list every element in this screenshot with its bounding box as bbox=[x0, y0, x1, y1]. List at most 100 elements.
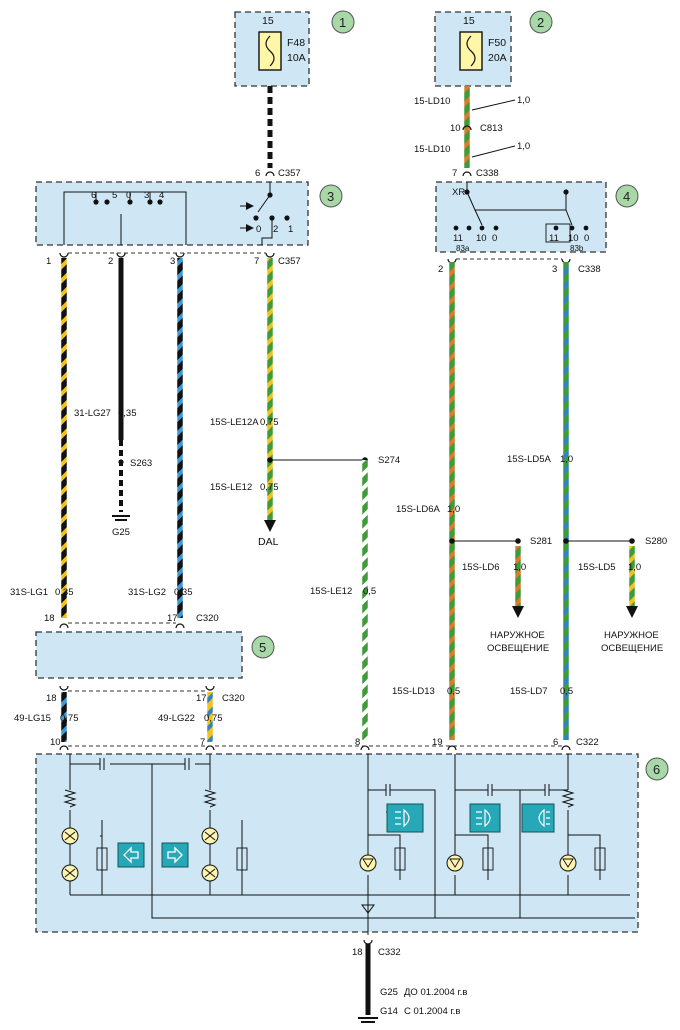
dest-ext1-line2: ОСВЕЩЕНИЕ bbox=[487, 643, 549, 654]
badge-6 bbox=[645, 757, 669, 781]
fuse1-pin: 15 bbox=[262, 15, 274, 27]
c322-pin-10: 10 bbox=[50, 737, 61, 748]
c813-pin: 10 bbox=[450, 123, 461, 134]
c338-bot-name: C338 bbox=[578, 264, 601, 275]
c357-top-name: C357 bbox=[278, 168, 301, 179]
splice-s263: S263 bbox=[130, 458, 152, 469]
wire-ld13-id: 15S-LD13 bbox=[392, 686, 435, 697]
badge-4 bbox=[615, 184, 639, 208]
led-icon bbox=[446, 854, 464, 872]
c338-pin-2: 2 bbox=[438, 264, 443, 275]
wire-lg22-size: 0,75 bbox=[204, 713, 223, 724]
sw4-r-10: 10 bbox=[568, 233, 579, 244]
wire-ld6a-id: 15S-LD6A bbox=[396, 504, 440, 515]
resistor bbox=[63, 789, 77, 808]
instrument-cluster-6 bbox=[35, 753, 639, 935]
wire-lg1-size: 0,35 bbox=[55, 587, 74, 598]
badge-4-number: 4 bbox=[623, 189, 630, 204]
ground-g25: G25 bbox=[112, 527, 130, 538]
ground-icon bbox=[358, 1017, 378, 1023]
sw3-pos-0: 0 bbox=[126, 190, 131, 201]
arrow-left-icon bbox=[117, 842, 145, 868]
sw4-l-11: 11 bbox=[453, 233, 463, 244]
sw4-r-0: 0 bbox=[584, 233, 589, 244]
light-switch-3: 6 5 0 3 4 0 2 1 bbox=[35, 181, 309, 246]
badge-5-number: 5 bbox=[259, 640, 266, 655]
c357-bot-name: C357 bbox=[278, 256, 301, 267]
sw3-pos-5: 5 bbox=[112, 190, 117, 201]
wire-lg2-size: 0,35 bbox=[174, 587, 193, 598]
wire-lg1-id: 31S-LG1 bbox=[10, 587, 48, 598]
wire-ld6-id: 15S-LD6 bbox=[462, 562, 500, 573]
fog-light-icon bbox=[469, 803, 501, 833]
ground-g25-note: G25 bbox=[380, 987, 398, 998]
dest-ext2-line1: НАРУЖНОЕ bbox=[604, 630, 659, 641]
c338-top-name: C338 bbox=[476, 168, 499, 179]
badge-1 bbox=[331, 10, 355, 34]
sw4-pin-83b: 83b bbox=[570, 244, 584, 253]
sw4-xr: XR bbox=[452, 187, 465, 198]
ground-g25-date: ДО 01.2004 г.в bbox=[404, 987, 467, 998]
c332-name: C332 bbox=[378, 947, 401, 958]
wire-ld10b-id: 15-LD10 bbox=[414, 144, 450, 155]
led-icon bbox=[559, 854, 577, 872]
fuse2-label: F50 bbox=[488, 37, 506, 49]
sw4-l-10: 10 bbox=[476, 233, 487, 244]
sw3-sub-1: 1 bbox=[288, 224, 293, 235]
c338-pin-3: 3 bbox=[552, 264, 557, 275]
fuse1-rating: 10A bbox=[287, 52, 306, 64]
wire-ld10a-id: 15-LD10 bbox=[414, 96, 450, 107]
dest-ext2-line2: ОСВЕЩЕНИЕ bbox=[601, 643, 663, 654]
wire-lg22-id: 49-LG22 bbox=[158, 713, 195, 724]
c332-pin: 18 bbox=[352, 947, 363, 958]
wire-le12b-size: 0,5 bbox=[363, 586, 376, 597]
wire-lg27-id: 31-LG27 bbox=[74, 408, 111, 419]
c322-pin-7: 7 bbox=[200, 737, 205, 748]
ground-g14-date: С 01.2004 г.в bbox=[404, 1006, 460, 1017]
c813-name: C813 bbox=[480, 123, 503, 134]
wire-le12a-id: 15S-LE12A bbox=[210, 417, 259, 428]
arrow-ext-1 bbox=[512, 606, 524, 618]
splice-s280: S280 bbox=[645, 536, 667, 547]
wire-ld6a-size: 1,0 bbox=[447, 504, 460, 515]
wire-le12a-size: 0,75 bbox=[260, 417, 279, 428]
ground-icon bbox=[112, 515, 130, 521]
wire-lg15-size: 0,75 bbox=[60, 713, 79, 724]
sw3-sub-0: 0 bbox=[256, 224, 261, 235]
wire-ld7-id: 15S-LD7 bbox=[510, 686, 548, 697]
c357-pin-7: 7 bbox=[254, 256, 259, 267]
fog-switch-4: XR 11 10 0 11 10 0 83a 83b bbox=[435, 181, 607, 253]
wire-le12-id: 15S-LE12 bbox=[210, 482, 252, 493]
wire-ld5a-id: 15S-LD5A bbox=[507, 454, 551, 465]
c320-top-name: C320 bbox=[196, 613, 219, 624]
fuse2-pin: 15 bbox=[463, 15, 475, 27]
c320-bot-pin-18: 18 bbox=[46, 693, 57, 704]
badge-3-number: 3 bbox=[327, 189, 334, 204]
wire-ld5a-size: 1,0 bbox=[560, 454, 573, 465]
ground-g14: G14 bbox=[380, 1006, 398, 1017]
sw3-sub-2: 2 bbox=[273, 224, 278, 235]
c357-top-pin: 6 bbox=[255, 168, 260, 179]
arrow-ext-2 bbox=[626, 606, 638, 618]
module-5 bbox=[35, 631, 243, 679]
c322-pin-19: 19 bbox=[432, 737, 443, 748]
sw3-pos-3: 3 bbox=[144, 190, 149, 201]
wire-le12-size: 0,75 bbox=[260, 482, 279, 493]
fuse-box-1: 15 F48 10A bbox=[234, 11, 310, 87]
sw3-pos-6: 6 bbox=[91, 190, 96, 201]
c357-pin-2: 2 bbox=[108, 256, 113, 267]
sw4-r-11: 11 bbox=[549, 233, 559, 244]
c322-pin-8: 8 bbox=[355, 737, 360, 748]
arrow-right-icon bbox=[161, 842, 189, 868]
wire-ld7-size: 0,5 bbox=[560, 686, 573, 697]
c320-bot-pin-17: 17 bbox=[196, 693, 207, 704]
wire-ld10a-size: 1,0 bbox=[517, 95, 530, 106]
wire-ld5-size: 1,0 bbox=[628, 562, 641, 573]
c320-top-pin-18: 18 bbox=[44, 613, 55, 624]
wire-ld5-id: 15S-LD5 bbox=[578, 562, 616, 573]
sw4-l-0: 0 bbox=[492, 233, 497, 244]
dest-dal: DAL bbox=[258, 536, 279, 548]
badge-5 bbox=[251, 635, 275, 659]
wire-lg15-id: 49-LG15 bbox=[14, 713, 51, 724]
fuse2-rating: 20A bbox=[488, 52, 507, 64]
